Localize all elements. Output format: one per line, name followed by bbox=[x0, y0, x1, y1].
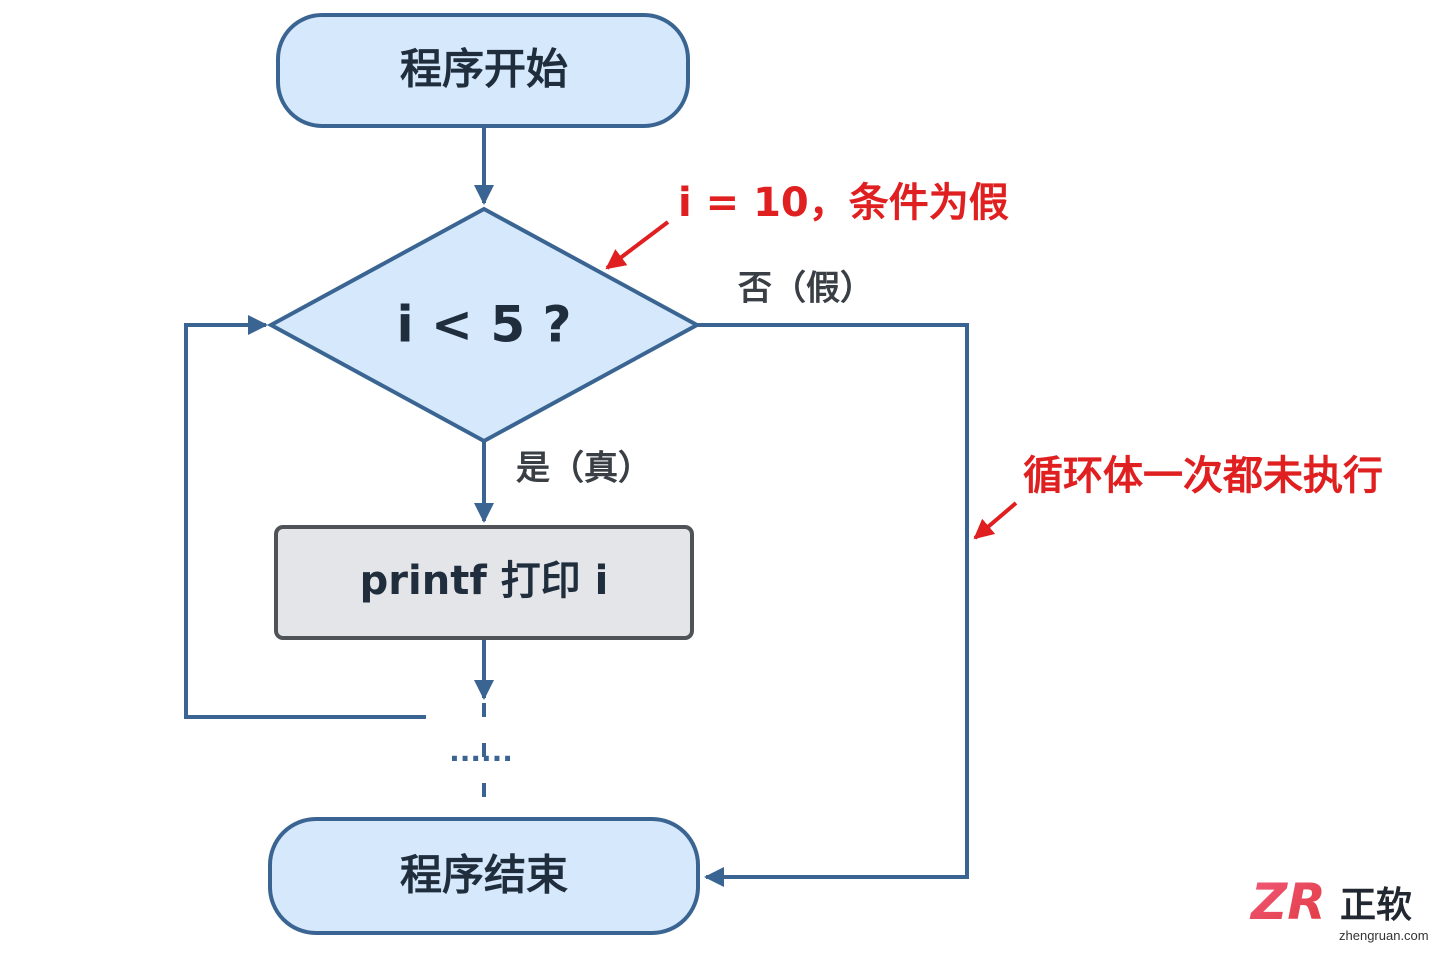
process-node-label: printf 打印 i bbox=[360, 558, 609, 604]
condition-note-arrow bbox=[605, 220, 670, 270]
no-branch-label: 否（假） bbox=[738, 269, 874, 309]
logo-mark: ZR bbox=[1249, 873, 1326, 931]
condition-note-label: i = 10，条件为假 bbox=[678, 180, 1009, 226]
end-node-label: 程序结束 bbox=[400, 851, 568, 900]
end-node: 程序结束 bbox=[268, 817, 700, 935]
condition-node-label: i < 5 ? bbox=[396, 296, 571, 354]
start-node-label: 程序开始 bbox=[400, 45, 568, 94]
logo-site: zhengruan.com bbox=[1339, 928, 1429, 943]
start-node: 程序开始 bbox=[276, 13, 690, 128]
skip-note-arrow bbox=[973, 501, 1018, 540]
process-node: printf 打印 i bbox=[274, 525, 694, 640]
condition-node: i < 5 ? bbox=[266, 206, 702, 444]
yes-branch-label: 是（真） bbox=[516, 449, 652, 489]
logo-name: 正软 bbox=[1340, 885, 1412, 926]
false-branch-connector bbox=[697, 323, 969, 887]
skip-note-label: 循环体一次都未执行 bbox=[1023, 453, 1383, 499]
zhengruan-logo: ZR 正软 zhengruan.com bbox=[1249, 873, 1429, 943]
ellipsis-label: ······ bbox=[449, 742, 513, 775]
loop-back-connector bbox=[184, 315, 426, 719]
